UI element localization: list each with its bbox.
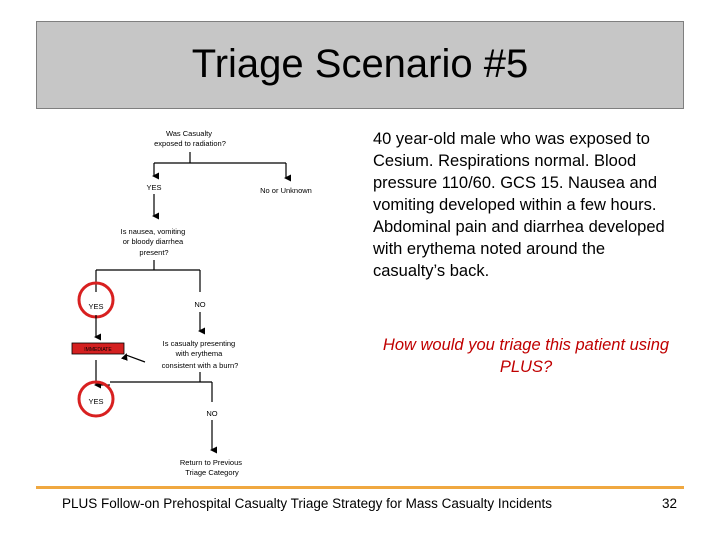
q2-line1: Is nausea, vomiting	[121, 227, 186, 236]
immediate-box	[71, 342, 125, 355]
q2-text: Is nausea, vomiting or bloody diarrhea p…	[121, 227, 188, 257]
immediate-label: IMMEDIATE	[84, 347, 112, 353]
return-text: Return to Previous Triage Category	[180, 458, 244, 477]
q3-to-immediate-arrow	[120, 353, 146, 363]
q2-line2: or bloody diarrhea	[123, 237, 184, 246]
q3-line2: with erythema	[175, 349, 224, 358]
scenario-description: 40 year-old male who was exposed to Cesi…	[373, 130, 665, 280]
triage-flowchart: Was Casualty exposed to radiation? YES N…	[71, 129, 312, 477]
slide-title: Triage Scenario #5	[191, 42, 529, 86]
q3-yes-highlight-circle	[77, 380, 115, 418]
q1-line2: exposed to radiation?	[154, 139, 226, 148]
q3-yes-label: YES	[88, 397, 103, 406]
footer-text: PLUS Follow-on Prehospital Casualty Tria…	[62, 496, 552, 511]
q2-line3: present?	[139, 248, 168, 257]
q2-no-label: NO	[194, 300, 205, 309]
q1-line1: Was Casualty	[166, 129, 212, 138]
q3-text: Is casualty presenting with erythema con…	[162, 339, 239, 370]
return-line1: Return to Previous	[180, 458, 242, 467]
q2-yes-label: YES	[88, 302, 103, 311]
q3-no-label: NO	[206, 409, 217, 418]
q1-no-label: No or Unknown	[260, 186, 312, 195]
title-bar: Triage Scenario #5	[36, 21, 684, 109]
return-line2: Triage Category	[185, 468, 239, 477]
footer-divider	[36, 486, 684, 489]
q1-text: Was Casualty exposed to radiation?	[154, 129, 226, 148]
page-number: 32	[662, 496, 678, 511]
triage-question: How would you triage this patient using …	[382, 336, 670, 376]
q3-line1: Is casualty presenting	[163, 339, 236, 348]
q3-line3: consistent with a burn?	[162, 361, 239, 370]
q1-yes-label: YES	[146, 183, 161, 192]
